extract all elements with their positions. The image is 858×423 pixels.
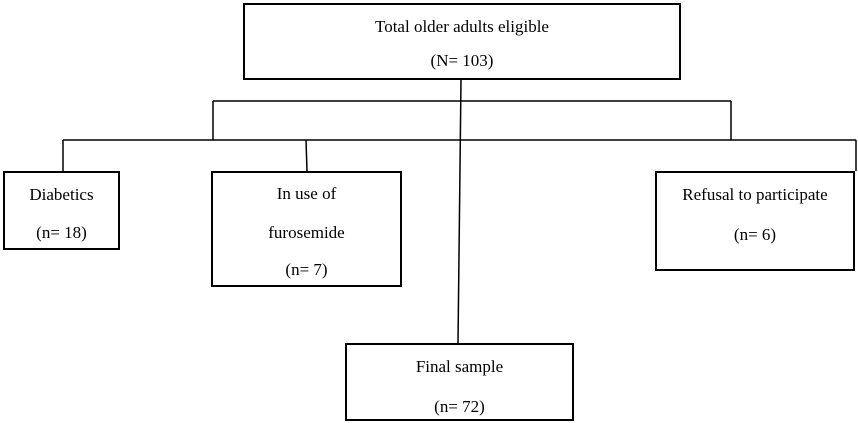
- refusal-count: (n= 6): [733, 225, 777, 244]
- total-eligible-count: (N= 103): [430, 51, 494, 70]
- final-sample-count: (n= 72): [434, 397, 485, 416]
- total-eligible-box: Total older adults eligible (N= 103): [243, 3, 681, 80]
- total-eligible-label: Total older adults eligible: [375, 17, 549, 36]
- furosemide-label-line1: In use of: [276, 184, 337, 203]
- furosemide-box: In use of furosemide (n= 7): [211, 171, 402, 287]
- furosemide-count: (n= 7): [285, 260, 328, 279]
- refusal-box: Refusal to participate (n= 6): [655, 171, 855, 271]
- connector-furosemide-drop: [305, 139, 308, 172]
- final-sample-label: Final sample: [415, 357, 504, 376]
- furosemide-label-line2: furosemide: [268, 223, 345, 242]
- diabetics-count: (n= 18): [36, 223, 87, 242]
- diabetics-box: Diabetics (n= 18): [3, 171, 120, 250]
- connector-trunk: [457, 79, 462, 344]
- final-sample-box: Final sample (n= 72): [345, 343, 574, 421]
- diabetics-label: Diabetics: [29, 185, 94, 204]
- refusal-label: Refusal to participate: [682, 185, 828, 204]
